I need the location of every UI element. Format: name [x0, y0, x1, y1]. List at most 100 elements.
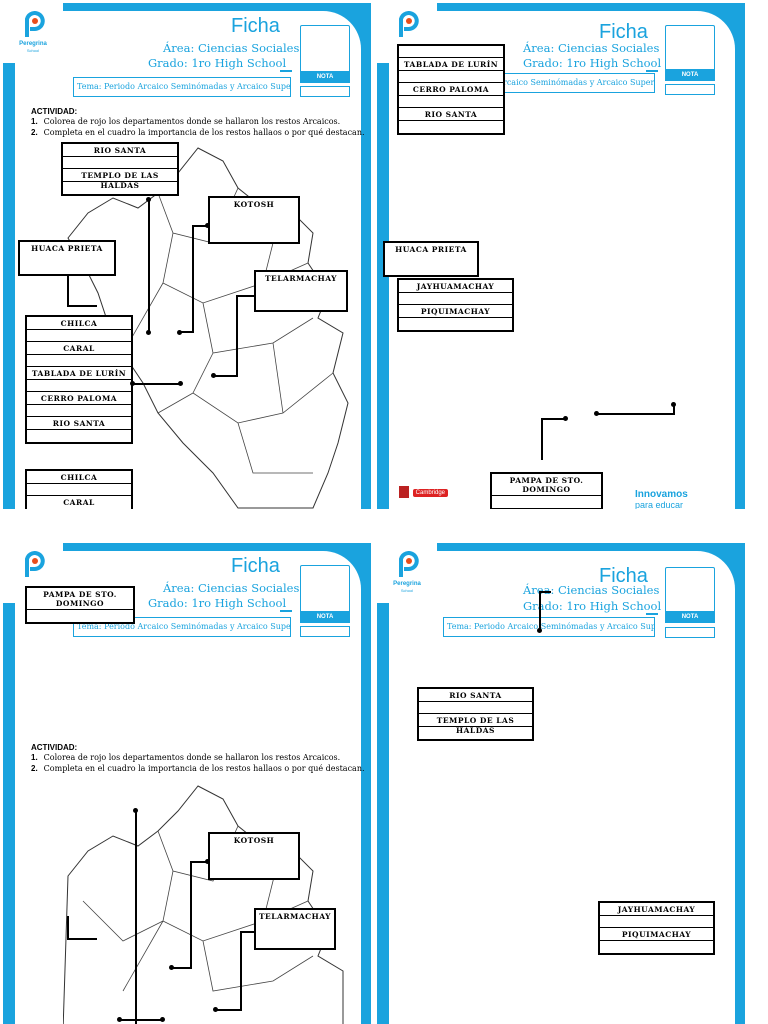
label-box[interactable]: JAYHUAMACHAY PIQUIMACHAY — [598, 901, 715, 955]
label-box[interactable]: JAYHUAMACHAY PIQUIMACHAY — [397, 278, 514, 332]
connector-dot — [117, 1017, 122, 1022]
connector-dot — [177, 330, 182, 335]
peru-map — [63, 785, 344, 1024]
worksheet-page-2: Ficha Área: Ciencias Sociales Grado: 1ro… — [377, 3, 745, 509]
label-box[interactable]: HUACA PRIETA — [18, 240, 116, 276]
page-title: Ficha — [599, 565, 648, 587]
label-box[interactable]: KOTOSH — [208, 832, 300, 880]
connector-line — [67, 938, 97, 940]
school-logo: Peregrina School — [377, 543, 437, 603]
connector-line — [119, 1019, 163, 1021]
label-box[interactable]: CHILCA CARAL — [25, 469, 133, 509]
connector-line — [133, 383, 181, 385]
tema-box: Tema: Periodo Arcaico Seminómadas y Arca… — [443, 617, 655, 637]
nota-box[interactable] — [300, 565, 350, 615]
activity-heading: ACTIVIDAD: — [31, 743, 78, 752]
divider — [646, 613, 658, 615]
connector-line — [171, 967, 192, 969]
nota-field[interactable] — [300, 86, 350, 97]
connector-line — [597, 413, 675, 415]
connector-dot — [160, 1017, 165, 1022]
grado-label: Grado: 1ro High School — [148, 56, 287, 70]
worksheet-page-3: Ficha Área: Ciencias Sociales Grado: 1ro… — [3, 543, 371, 1024]
nota-label: NOTA — [665, 69, 715, 81]
area-label: Área: Ciencias Sociales — [163, 41, 300, 55]
peregrina-logo-icon — [399, 551, 419, 577]
connector-line — [213, 375, 238, 377]
connector-line — [240, 931, 254, 933]
page-title: Ficha — [231, 15, 280, 37]
grado-label: Grado: 1ro High School — [523, 56, 662, 70]
connector-line — [539, 591, 541, 631]
worksheet-page-1: Peregrina School Ficha Área: Ciencias So… — [3, 3, 371, 509]
school-logo: Peregrina School — [3, 3, 63, 63]
connector-line — [215, 1009, 242, 1011]
grado-label: Grado: 1ro High School — [523, 599, 662, 613]
nota-box[interactable] — [665, 25, 715, 75]
connector-line — [192, 225, 194, 333]
connector-line — [135, 810, 137, 1024]
label-box[interactable]: PAMPA DE STO. DOMINGO — [490, 472, 603, 509]
label-box[interactable]: TABLADA DE LURÍN CERRO PALOMA RIO SANTA — [397, 44, 505, 135]
connector-line — [190, 861, 208, 863]
connector-line — [179, 331, 194, 333]
grado-label: Grado: 1ro High School — [148, 596, 287, 610]
divider — [646, 70, 658, 72]
connector-dot — [213, 1007, 218, 1012]
worksheet-page-4: Peregrina School Ficha Área: Ciencias So… — [377, 543, 745, 1024]
peregrina-logo-icon — [25, 551, 45, 577]
connector-dot — [563, 416, 568, 421]
connector-dot — [178, 381, 183, 386]
connector-dot — [130, 381, 135, 386]
area-label: Área: Ciencias Sociales — [523, 583, 660, 597]
connector-line — [541, 418, 543, 460]
connector-line — [192, 225, 208, 227]
nota-label: NOTA — [665, 611, 715, 623]
activity-item: 2.Completa en el cuadro la importancia d… — [31, 764, 365, 773]
tema-box: Tema: Periodo Arcaico Seminómadas y Arca… — [73, 617, 291, 637]
label-box[interactable]: KOTOSH — [208, 196, 300, 244]
connector-line — [240, 931, 242, 1011]
nota-box[interactable] — [300, 25, 350, 75]
label-box[interactable]: HUACA PRIETA — [383, 241, 479, 277]
connector-dot — [211, 373, 216, 378]
area-label: Área: Ciencias Sociales — [523, 41, 660, 55]
connector-dot — [133, 808, 138, 813]
connector-dot — [537, 628, 542, 633]
activity-heading: ACTIVIDAD: — [31, 107, 78, 116]
connector-line — [236, 295, 238, 377]
connector-line — [236, 295, 254, 297]
label-box[interactable]: PAMPA DE STO. DOMINGO — [25, 586, 135, 624]
nota-field[interactable] — [665, 84, 715, 95]
activity-item: 2.Completa en el cuadro la importancia d… — [31, 128, 365, 137]
activity-item: 1.Colorea de rojo los departamentos dond… — [31, 117, 341, 126]
area-label: Área: Ciencias Sociales — [163, 581, 300, 595]
label-box[interactable]: CHILCA CARAL TABLADA DE LURÍN CERRO PALO… — [25, 315, 133, 444]
nota-field[interactable] — [665, 627, 715, 638]
connector-dot — [205, 223, 210, 228]
label-box[interactable]: TELARMACHAY — [254, 908, 336, 950]
nota-box[interactable] — [665, 567, 715, 617]
connector-line — [67, 916, 69, 940]
cambridge-logo: Cambridge — [397, 485, 449, 499]
nota-field[interactable] — [300, 626, 350, 637]
divider — [280, 70, 292, 72]
peregrina-logo-icon — [25, 11, 45, 37]
peregrina-logo-icon — [399, 11, 419, 37]
connector-line — [539, 591, 551, 593]
tema-box: Tema: Periodo Arcaico Seminómadas y Arca… — [73, 77, 291, 97]
nota-label: NOTA — [300, 71, 350, 83]
page-title: Ficha — [599, 21, 648, 43]
divider — [280, 610, 292, 612]
connector-line — [541, 418, 567, 420]
connector-line — [673, 403, 675, 415]
connector-dot — [594, 411, 599, 416]
connector-line — [67, 305, 97, 307]
connector-line — [148, 200, 150, 333]
label-box[interactable]: TELARMACHAY — [254, 270, 348, 312]
connector-dot — [671, 402, 676, 407]
label-box[interactable]: RIO SANTA TEMPLO DE LAS HALDAS — [417, 687, 534, 741]
tema-box: rcaico Seminómadas y Arcaico Superior — [499, 73, 655, 93]
innovamos-logo: Innovamos para educar — [635, 489, 688, 509]
label-box[interactable]: RIO SANTA TEMPLO DE LAS HALDAS — [61, 142, 179, 196]
